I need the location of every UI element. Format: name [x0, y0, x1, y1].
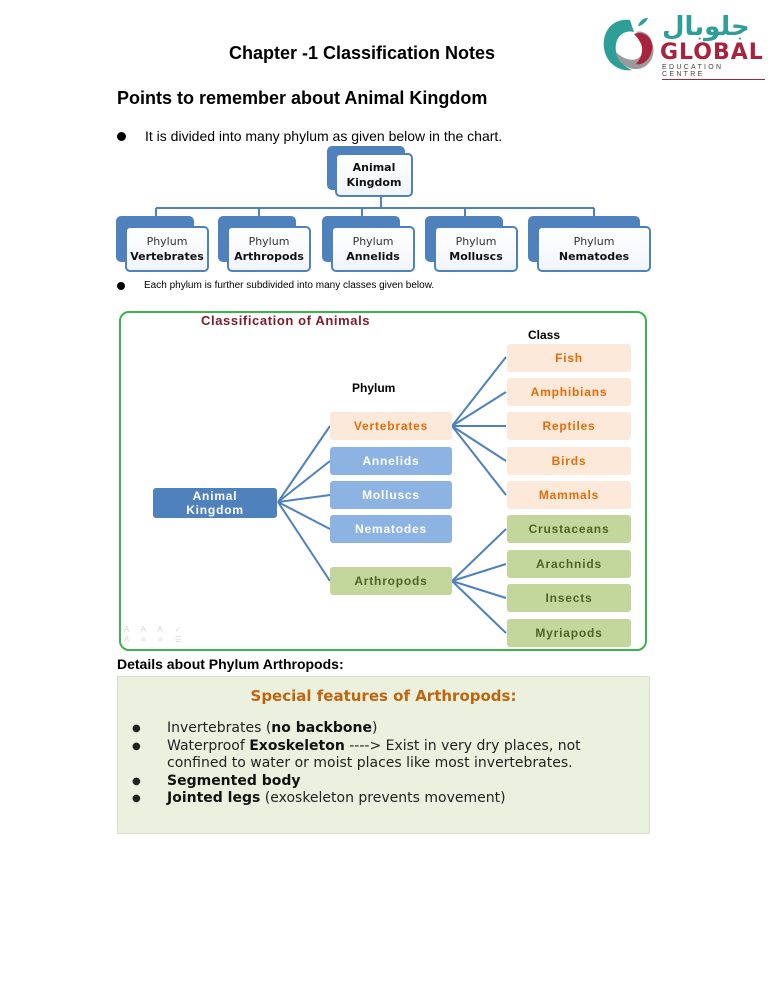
phylum-org-chart: Animal Kingdom Phylum Vertebrates Phylum…: [0, 0, 768, 280]
node-class-amphibians: Amphibians: [507, 378, 631, 406]
node-class-arachnids: Arachnids: [507, 550, 631, 578]
node-class-crustaceans: Crustaceans: [507, 515, 631, 543]
bullet-icon: ●: [132, 793, 141, 804]
classification-title: Classification of Animals: [201, 313, 371, 328]
logo-brand-text: GLOBAL: [660, 40, 764, 65]
details-heading: Details about Phylum Arthropods:: [117, 656, 344, 672]
node-class-birds: Birds: [507, 447, 631, 475]
bullet-point: It is divided into many phylum as given …: [117, 128, 502, 144]
bullet-icon: [117, 131, 126, 141]
apple-logo-icon: [603, 18, 654, 71]
class-column-heading: Class: [528, 328, 561, 342]
logo-arabic-text: جلوبال: [662, 12, 750, 42]
bullet-text: Each phylum is further subdivided into m…: [144, 280, 435, 291]
node-phylum-nematodes: Nematodes: [330, 515, 452, 543]
arthropod-features-title: Special features of Arthropods:: [250, 687, 517, 705]
node-phylum-arthropods: Arthropods: [330, 567, 452, 595]
node-class-reptiles: Reptiles: [507, 412, 631, 440]
section-heading: Points to remember about Animal Kingdom: [117, 88, 488, 108]
arthropod-features-list: ● Invertebrates (no backbone) ● Waterpro…: [130, 720, 645, 808]
document-title: Chapter -1 Classification Notes: [229, 43, 496, 63]
node-phylum-annelids: Annelids: [330, 447, 452, 475]
classification-diagram-frame: [119, 311, 647, 651]
node-class-mammals: Mammals: [507, 481, 631, 509]
node-phylum-vertebrates: Vertebrates: [330, 412, 452, 440]
phylum-column-heading: Phylum: [352, 381, 396, 395]
feature-item: ● Waterproof Exoskeleton ----> Exist in …: [132, 737, 581, 772]
node-class-fish: Fish: [507, 344, 631, 372]
node-phylum-molluscs: Molluscs: [330, 481, 452, 509]
bullet-icon: ●: [132, 740, 141, 752]
node-class-myriapods: Myriapods: [507, 619, 631, 647]
node-class-insects: Insects: [507, 584, 631, 612]
bullet-icon: [117, 281, 125, 290]
feature-item: ● Invertebrates (no backbone): [132, 720, 378, 736]
bullet-icon: ●: [132, 775, 141, 787]
arthropod-features-box: Special features of Arthropods: ● Invert…: [117, 676, 650, 834]
global-education-logo: جلوبال GLOBAL EDUCATION CENTRE: [600, 12, 765, 80]
bullet-point: Each phylum is further subdivided into m…: [117, 280, 434, 291]
logo-subtitle: EDUCATION CENTRE: [662, 64, 765, 80]
bullet-icon: ●: [132, 723, 141, 734]
ghost-formatting-toolbar: A A A ✓ A ≡ ≡ ☰: [124, 625, 188, 644]
feature-item: ● Jointed legs (exoskeleton prevents mov…: [132, 790, 506, 806]
feature-item: ● Segmented body: [132, 772, 301, 789]
node-animal-kingdom: Animal Kingdom: [153, 488, 277, 518]
bullet-text: It is divided into many phylum as given …: [145, 128, 503, 144]
